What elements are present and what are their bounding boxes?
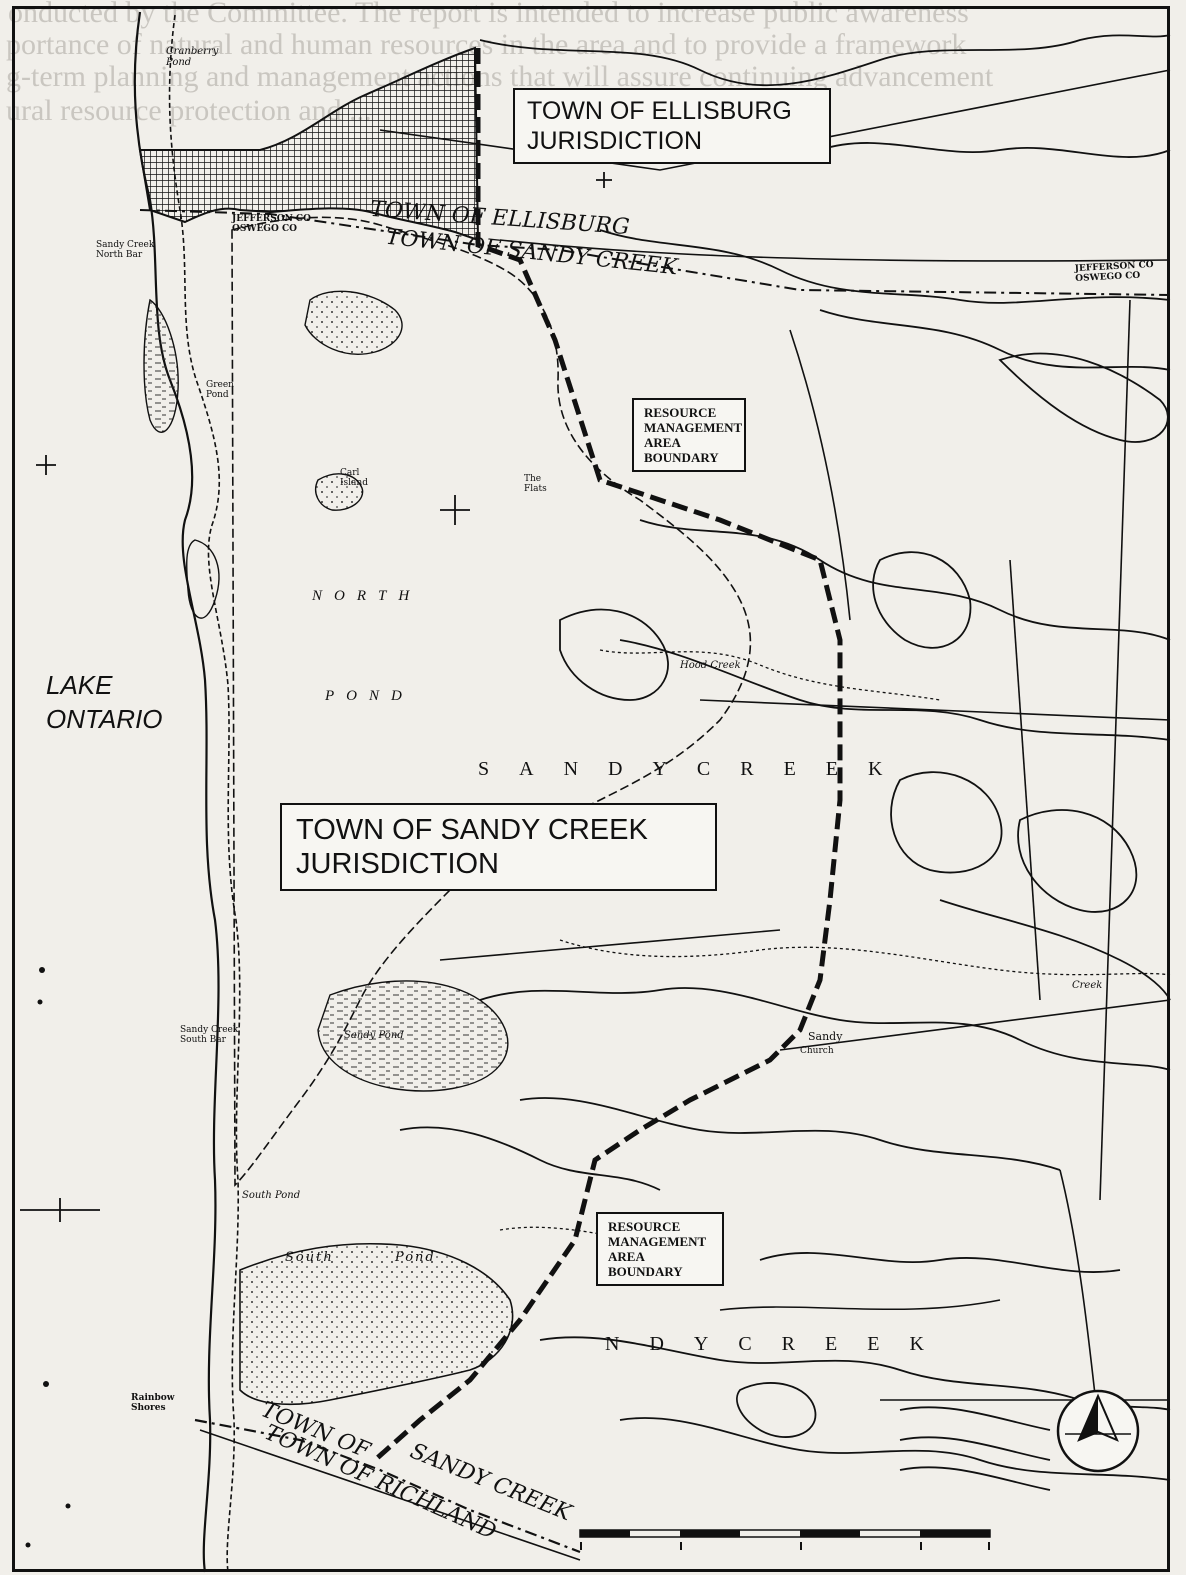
rma-top-line2: MANAGEMENT [644, 420, 743, 435]
rma-bottom-line2: MANAGEMENT [608, 1234, 707, 1249]
rma-top-line3: AREA [644, 435, 681, 450]
ellisburg-wetland [138, 46, 480, 242]
map-frame [12, 6, 1170, 1572]
south-pond [239, 1242, 514, 1406]
creeks [499, 649, 1171, 1251]
pond-label: POND [325, 688, 414, 704]
green-pond-label: Green Pond [206, 380, 234, 400]
jefferson-oswego-right: JEFFERSON CO OSWEGO CO [1075, 260, 1155, 284]
lake-ontario-label: LAKE ONTARIO [46, 668, 163, 736]
scale-bar-icon [579, 1529, 991, 1550]
south-pond-label-a: South [285, 1250, 334, 1265]
sandy-creek-box-line2: JURISDICTION [296, 848, 499, 880]
lake-line2: ONTARIO [46, 704, 163, 734]
creek-label: Creek [1072, 980, 1103, 991]
north-label: NORTH [312, 588, 422, 604]
town-line-ellisburg-sandycreek [139, 209, 1171, 296]
south-bar-line1: Sandy Creek [180, 1025, 239, 1035]
island [185, 539, 220, 619]
sandy-creek-label-mid: SANDYCREEK [478, 758, 913, 780]
rma-bottom-line3: AREA [608, 1249, 645, 1264]
rma-boundary-box-bottom: RESOURCE MANAGEMENT AREA BOUNDARY [596, 1212, 724, 1286]
south-bar-line2: South Bar [180, 1035, 226, 1045]
town-line-sandycreek-richland [194, 1418, 581, 1554]
island [314, 473, 364, 511]
carl-island-label: Carl Island [340, 468, 368, 488]
lake-line1: LAKE [46, 670, 113, 700]
north-arrow-icon [1056, 1389, 1140, 1473]
sandy-creek-box-line1: TOWN OF SANDY CREEK [296, 814, 648, 846]
ellisburg-box-line1: TOWN OF ELLISBURG [527, 97, 792, 125]
island [143, 298, 179, 433]
rainbow-shores-label: Rainbow Shores [131, 1393, 175, 1413]
church-label: Church [800, 1046, 834, 1056]
green-line: Green [206, 380, 234, 390]
south-pond-small-label: South Pond [242, 1190, 301, 1201]
rma-top-line4: BOUNDARY [644, 450, 719, 465]
ellisburg-box-line2: JURISDICTION [527, 127, 702, 155]
the-flats-label: The Flats [524, 474, 547, 494]
rma-top-line1: RESOURCE [644, 405, 717, 420]
island [304, 290, 403, 355]
shoreline [168, 14, 241, 1573]
north-bar-line2: North Bar [96, 250, 143, 260]
rma-bottom-line4: BOUNDARY [608, 1264, 683, 1279]
green-pond-line: Pond [206, 390, 229, 400]
cranberry-pond-label: Cranberry Pond [166, 46, 218, 68]
island-line: Island [340, 478, 368, 488]
north-bar-label: Sandy Creek North Bar [96, 240, 154, 260]
bg-line: onducted by the Committee. The report is… [8, 0, 969, 29]
ellisburg-jurisdiction-box: TOWN OF ELLISBURG JURISDICTION [513, 88, 831, 164]
rainbow-line: Rainbow [131, 1393, 175, 1403]
north-bar-line1: Sandy Creek [96, 240, 155, 250]
the-line: The [524, 474, 542, 484]
flats-line: Flats [524, 484, 547, 494]
sandy-creek-label-low: NDYCREEK [605, 1333, 954, 1355]
oswego-left: OSWEGO CO [232, 224, 297, 234]
shores-line: Shores [131, 1403, 166, 1413]
rma-bottom-line1: RESOURCE [608, 1219, 681, 1234]
bg-line: ural resource protection and ... [6, 94, 372, 127]
marsh [317, 980, 509, 1092]
hood-creek-label: Hood Creek [680, 660, 741, 671]
north-pond [231, 216, 752, 1187]
south-pond-label-b: Pond [395, 1250, 436, 1265]
jefferson-oswego-left: JEFFERSON CO OSWEGO CO [232, 214, 311, 234]
carl-line: Carl [340, 468, 360, 478]
sandy-creek-jurisdiction-box: TOWN OF SANDY CREEK JURISDICTION [280, 803, 717, 891]
rma-boundary [373, 48, 843, 1462]
south-bar-label: Sandy Creek South Bar [180, 1025, 238, 1045]
cranberry-pond-line: Pond [166, 57, 192, 68]
bg-line: portance of natural and human resources … [6, 28, 967, 61]
margin-dots [25, 967, 71, 1548]
cranberry-line: Cranberry [166, 46, 219, 57]
sandy-pond-label: Sandy Pond [344, 1030, 404, 1041]
barrier-beach [133, 11, 220, 1573]
rma-boundary-box-top: RESOURCE MANAGEMENT AREA BOUNDARY [632, 398, 746, 472]
sandy-village-label: Sandy [808, 1030, 843, 1043]
survey-crosses [20, 172, 612, 1222]
jefferson-left: JEFFERSON CO [232, 214, 311, 224]
